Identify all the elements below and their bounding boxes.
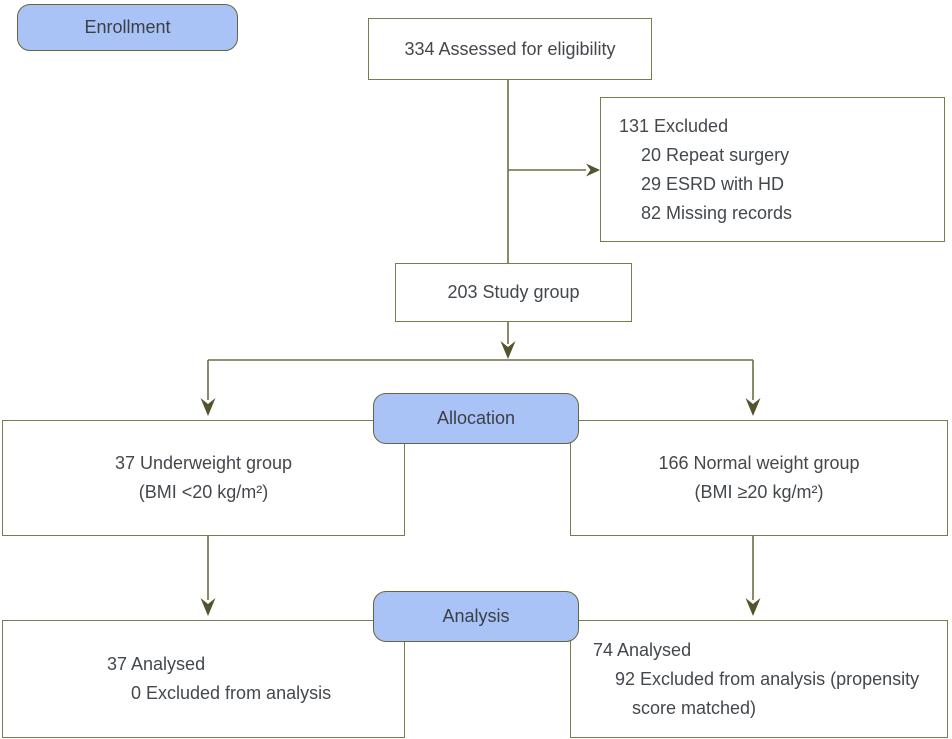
excluded-item: 29 ESRD with HD [641, 173, 785, 194]
analysis-stage-label: Analysis [442, 606, 510, 626]
arrowhead-normal [745, 398, 761, 416]
normal-weight-group-box: 166 Normal weight group (BMI ≥20 kg/m²) [570, 420, 948, 536]
excluded-item: 82 Missing records [641, 202, 793, 223]
study-group-box: 203 Study group [395, 263, 632, 322]
connector-branch-line [207, 359, 754, 400]
assessed-for-eligibility-box: 334 Assessed for eligibility [368, 18, 652, 80]
arrowhead-analysed-left [200, 598, 216, 616]
analysed-underweight-excluded: 0 Excluded from analysis [131, 683, 332, 703]
normal-weight-count-text: 166 Normal weight group [658, 453, 860, 473]
analysed-normal-count: 74 Analysed [593, 639, 692, 660]
excluded-item: 20 Repeat surgery [641, 144, 790, 165]
arrowhead-branch-center [500, 341, 516, 359]
excluded-title: 131 Excluded [619, 115, 729, 136]
assessed-text: 334 Assessed for eligibility [404, 38, 616, 59]
excluded-box: 131 Excluded 20 Repeat surgery 29 ESRD w… [600, 97, 945, 242]
analysed-normal-excluded: 92 Excluded from analysis (propensity [615, 668, 920, 689]
enrollment-stage-label: Enrollment [84, 17, 171, 37]
analysed-underweight-box: 37 Analysed 0 Excluded from analysis [2, 620, 405, 738]
allocation-stage-badge: Allocation [373, 393, 579, 444]
study-group-text: 203 Study group [447, 282, 580, 302]
arrowhead-excluded [586, 163, 600, 177]
analysed-normal-excluded-cont: score matched) [632, 697, 757, 718]
arrowhead-analysed-right [745, 598, 761, 616]
analysis-stage-badge: Analysis [373, 591, 579, 642]
allocation-stage-label: Allocation [436, 408, 516, 428]
enrollment-stage-badge: Enrollment [17, 4, 238, 51]
analysed-normal-box: 74 Analysed 92 Excluded from analysis (p… [570, 620, 948, 738]
analysed-underweight-count: 37 Analysed [107, 654, 206, 674]
underweight-bmi-text: (BMI <20 kg/m²) [138, 482, 269, 502]
arrowhead-underweight [200, 398, 216, 416]
underweight-group-box: 37 Underweight group (BMI <20 kg/m²) [2, 420, 405, 536]
normal-weight-bmi-text: (BMI ≥20 kg/m²) [694, 482, 824, 502]
underweight-count-text: 37 Underweight group [114, 453, 293, 473]
